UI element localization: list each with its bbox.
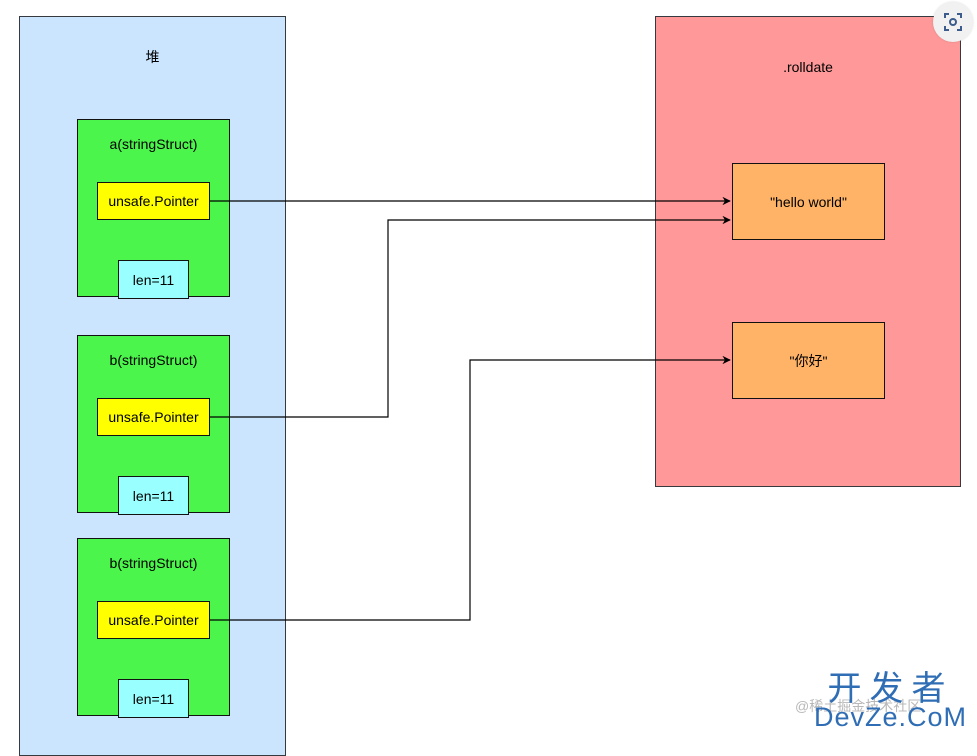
arrow-b-to-hello-world <box>210 215 731 418</box>
string-struct-a: a(stringStruct) unsafe.Pointer len=11 <box>77 119 230 299</box>
string-literal-hello-world: "hello world" <box>732 163 885 240</box>
arrow-b2-to-nihao <box>210 355 731 621</box>
rodata-title: .rolldate <box>783 59 833 75</box>
struct-title: b(stringStruct) <box>109 352 198 368</box>
brand-logo: 开发者 DevZe.CoM <box>814 672 967 731</box>
brand-logo-bottom: DevZe.CoM <box>813 702 967 732</box>
len-field: len=11 <box>118 679 189 718</box>
string-struct-b-copy: b(stringStruct) unsafe.Pointer len=11 <box>77 538 230 718</box>
pointer-arrows <box>210 196 731 621</box>
string-struct-b: b(stringStruct) unsafe.Pointer len=11 <box>77 335 230 515</box>
string-literal-nihao: "你好" <box>732 322 885 399</box>
len-field: len=11 <box>118 476 189 515</box>
struct-title: a(stringStruct) <box>109 136 198 152</box>
watermark-text: @稀土掘金技术社区 <box>795 698 922 714</box>
pointer-field: unsafe.Pointer <box>97 398 210 436</box>
visual-search-icon <box>944 13 962 31</box>
rodata-container: .rolldate "hello world" "你好" <box>655 16 961 487</box>
pointer-field: unsafe.Pointer <box>97 182 210 220</box>
visual-search-button[interactable] <box>933 2 973 42</box>
heap-container: 堆 a(stringStruct) unsafe.Pointer len=11 … <box>19 16 286 756</box>
struct-title: b(stringStruct) <box>109 555 198 571</box>
len-field: len=11 <box>118 260 189 299</box>
heap-title: 堆 <box>145 49 160 65</box>
pointer-field: unsafe.Pointer <box>97 601 210 639</box>
brand-logo-top: 开发者 <box>827 670 954 708</box>
